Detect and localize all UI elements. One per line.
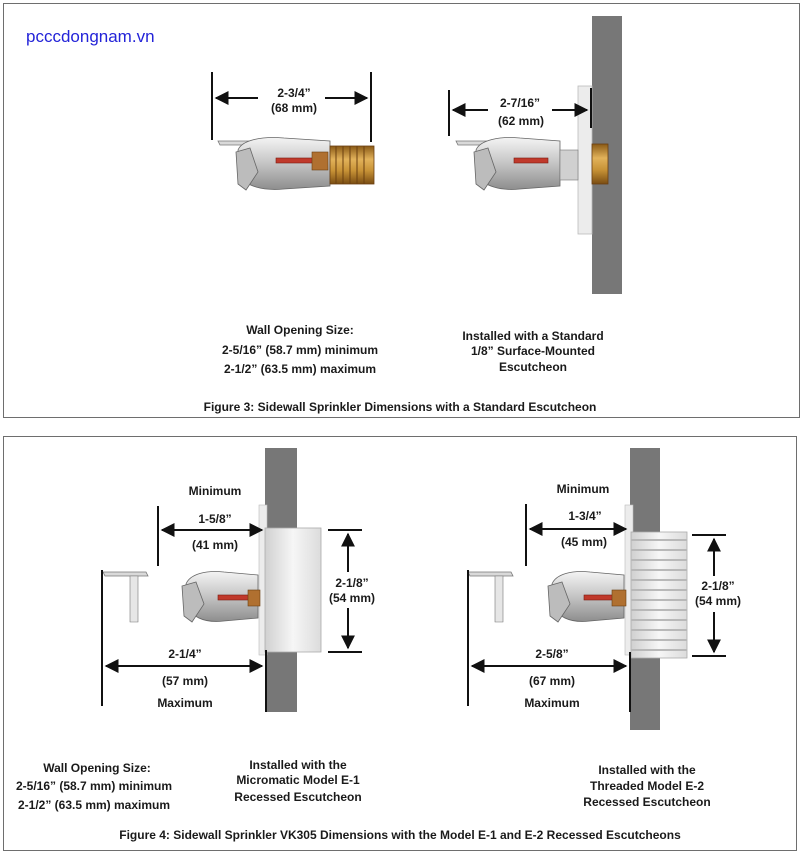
fig4-left-caption-3: Recessed Escutcheon	[234, 790, 362, 804]
fig3-wall-max: 2-1/2” (63.5 mm) maximum	[223, 362, 377, 376]
fig4-right-min-label: Minimum	[556, 482, 610, 496]
sprinkler-fig3-right	[455, 16, 622, 294]
fig4-right-depth-mm: (54 mm)	[694, 594, 741, 608]
wall-fig4-left	[258, 448, 322, 712]
dimension-fig4-right	[467, 504, 726, 712]
fig4-right-caption-2: Threaded Model E-2	[589, 779, 705, 793]
fig4-left-min-mm: (41 mm)	[191, 538, 238, 552]
fig4-right-max-label: Maximum	[524, 696, 580, 710]
fig3-right-dim-frac: 2-7/16”	[499, 96, 541, 110]
fig4-wall-title: Wall Opening Size:	[43, 761, 151, 775]
fig4-right-caption-3: Recessed Escutcheon	[583, 795, 711, 809]
sprinkler-fig3-left	[217, 137, 375, 191]
fig4-right-caption-1: Installed with the	[598, 763, 696, 777]
fig3-caption: Figure 3: Sidewall Sprinkler Dimensions …	[203, 400, 597, 414]
fig3-right-caption-2: 1/8” Surface-Mounted	[470, 344, 596, 358]
fig4-caption: Figure 4: Sidewall Sprinkler VK305 Dimen…	[119, 828, 681, 842]
dimension-fig3-right	[448, 88, 592, 136]
fig4-right-depth-frac: 2-1/8”	[701, 579, 735, 593]
wall-fig4-right	[624, 448, 688, 730]
fig4-left-max-frac: 2-1/4”	[168, 647, 202, 661]
fig4-left-min-label: Minimum	[188, 484, 242, 498]
fig4-right-min-mm: (45 mm)	[560, 535, 607, 549]
fig4-left-caption-1: Installed with the	[249, 758, 347, 772]
watermark-text: pcccdongnam.vn	[26, 27, 155, 46]
fig4-left-caption-2: Micromatic Model E-1	[236, 773, 360, 787]
fig3-wall-title: Wall Opening Size:	[246, 323, 354, 337]
fig4-wall-min: 2-5/16” (58.7 mm) minimum	[15, 779, 173, 793]
fig4-right-max-frac: 2-5/8”	[535, 647, 569, 661]
dimension-fig3-left	[211, 72, 372, 142]
fig4-left-depth-mm: (54 mm)	[328, 591, 375, 605]
fig4-left-depth-frac: 2-1/8”	[335, 576, 369, 590]
fig3-right-caption-1: Installed with a Standard	[462, 329, 604, 343]
fig3-left-dim-frac: 2-3/4”	[277, 86, 311, 100]
sprinkler-fig4-left	[102, 571, 261, 623]
fig4-left-max-mm: (57 mm)	[161, 674, 208, 688]
fig4-left-min-frac: 1-5/8”	[198, 512, 232, 526]
dimension-fig4-left	[101, 506, 362, 712]
fig3-wall-min: 2-5/16” (58.7 mm) minimum	[221, 343, 379, 357]
figure-3-panel	[3, 3, 800, 418]
fig4-right-max-mm: (67 mm)	[528, 674, 575, 688]
fig3-right-dim-mm: (62 mm)	[497, 114, 544, 128]
sprinkler-fig4-right	[467, 571, 627, 623]
fig4-right-min-frac: 1-3/4”	[568, 509, 602, 523]
fig4-left-max-label: Maximum	[157, 696, 213, 710]
fig3-left-dim-mm: (68 mm)	[270, 101, 317, 115]
fig4-wall-max: 2-1/2” (63.5 mm) maximum	[17, 798, 171, 812]
fig3-right-caption-3: Escutcheon	[498, 360, 567, 374]
